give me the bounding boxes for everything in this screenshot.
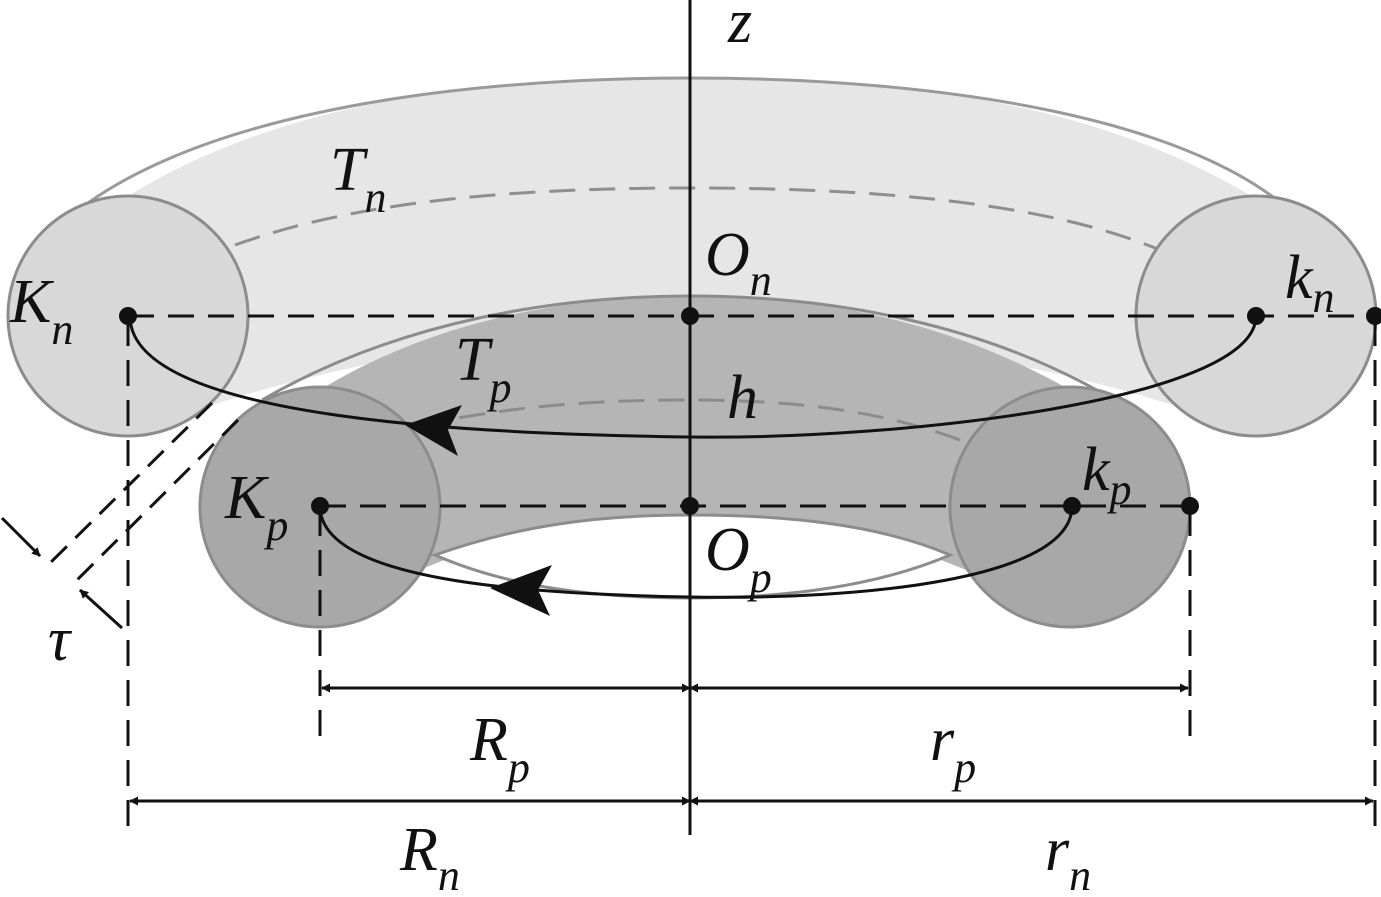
label-r-p: rp bbox=[930, 706, 976, 792]
point-k-p bbox=[1063, 497, 1081, 515]
label-R-p: Rp bbox=[469, 706, 530, 792]
point-K-n bbox=[119, 307, 137, 325]
point-O-p bbox=[681, 497, 699, 515]
torus-p bbox=[198, 294, 1192, 629]
label-r-n: rn bbox=[1045, 816, 1091, 897]
label-tau: τ bbox=[48, 606, 73, 674]
label-T-n: Tn bbox=[330, 136, 386, 222]
torus-p-body bbox=[198, 296, 1190, 625]
arrow-arc-n bbox=[405, 405, 462, 456]
label-k-p: kp bbox=[1082, 436, 1132, 514]
torus-p-hidden-edge bbox=[419, 398, 961, 442]
point-K-p bbox=[311, 497, 329, 515]
point-O-n bbox=[681, 307, 699, 325]
label-K-n: Kn bbox=[9, 268, 73, 354]
label-T-p: Tp bbox=[455, 326, 511, 412]
label-h: h bbox=[727, 364, 758, 432]
point-k-n bbox=[1247, 307, 1265, 325]
label-K-p: Kp bbox=[224, 464, 288, 550]
point-r-n-end bbox=[1366, 307, 1381, 325]
circulation-arc-p bbox=[318, 505, 1074, 599]
label-z-axis: z bbox=[727, 0, 752, 56]
arrow-arc-p bbox=[490, 565, 552, 616]
label-O-p: Op bbox=[705, 516, 772, 602]
label-k-n: kn bbox=[1285, 244, 1335, 322]
label-O-n: On bbox=[705, 221, 772, 305]
point-r-p-end bbox=[1181, 497, 1199, 515]
circulation-arc-n bbox=[128, 315, 1258, 439]
label-R-n: Rn bbox=[399, 816, 460, 897]
